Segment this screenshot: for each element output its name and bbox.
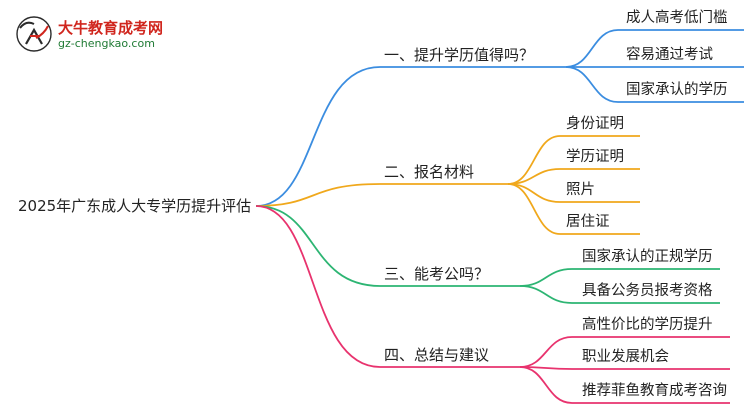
- root-topic: 2025年广东成人大专学历提升评估: [18, 197, 252, 215]
- leaf-3-1: 国家承认的正规学历: [582, 249, 713, 265]
- leaf-2-3-connector: [507, 183, 640, 203]
- leaf-4-1-connector: [519, 336, 730, 368]
- branch-2-label: 二、报名材料: [384, 163, 475, 181]
- leaf-2-4-connector: [507, 183, 640, 235]
- leaf-4-2: 职业发展机会: [582, 349, 669, 365]
- leaf-3-2-connector: [519, 285, 720, 304]
- site-logo[interactable]: 大牛教育成考网 gz-chengkao.com: [14, 14, 164, 54]
- leaf-3-1-connector: [519, 268, 720, 287]
- leaf-2-4: 居住证: [566, 214, 610, 230]
- branch-3-label: 三、能考公吗？: [384, 265, 490, 283]
- leaf-2-2-connector: [507, 168, 640, 185]
- leaf-1-3-connector: [565, 66, 744, 103]
- branch-1-label: 一、提升学历值得吗？: [384, 46, 535, 64]
- leaf-2-1-connector: [507, 135, 640, 185]
- leaf-4-3-connector: [519, 366, 730, 404]
- branch-4-connector: [255, 205, 520, 368]
- leaf-1-3: 国家承认的学历: [626, 82, 728, 98]
- branch-4-label: 四、总结与建议: [384, 346, 490, 364]
- leaf-2-2: 学历证明: [566, 149, 624, 165]
- site-name: 大牛教育成考网: [58, 19, 164, 37]
- leaf-4-3: 推荐菲鱼教育成考咨询: [582, 383, 727, 399]
- leaf-2-1: 身份证明: [566, 116, 624, 132]
- leaf-4-2-connector: [519, 366, 730, 370]
- branch-2-connector: [255, 183, 508, 207]
- bull-logo-icon: [16, 16, 52, 52]
- leaf-4-1: 高性价比的学历提升: [582, 317, 713, 333]
- leaf-2-3: 照片: [566, 182, 595, 198]
- branch-1-connector: [255, 66, 566, 207]
- branch-3-connector: [255, 205, 520, 287]
- leaf-1-1-connector: [565, 29, 744, 68]
- leaf-3-2: 具备公务员报考资格: [582, 283, 713, 299]
- leaf-1-1: 成人高考低门槛: [626, 10, 728, 26]
- site-url: gz-chengkao.com: [58, 37, 155, 50]
- leaf-1-2: 容易通过考试: [626, 47, 713, 63]
